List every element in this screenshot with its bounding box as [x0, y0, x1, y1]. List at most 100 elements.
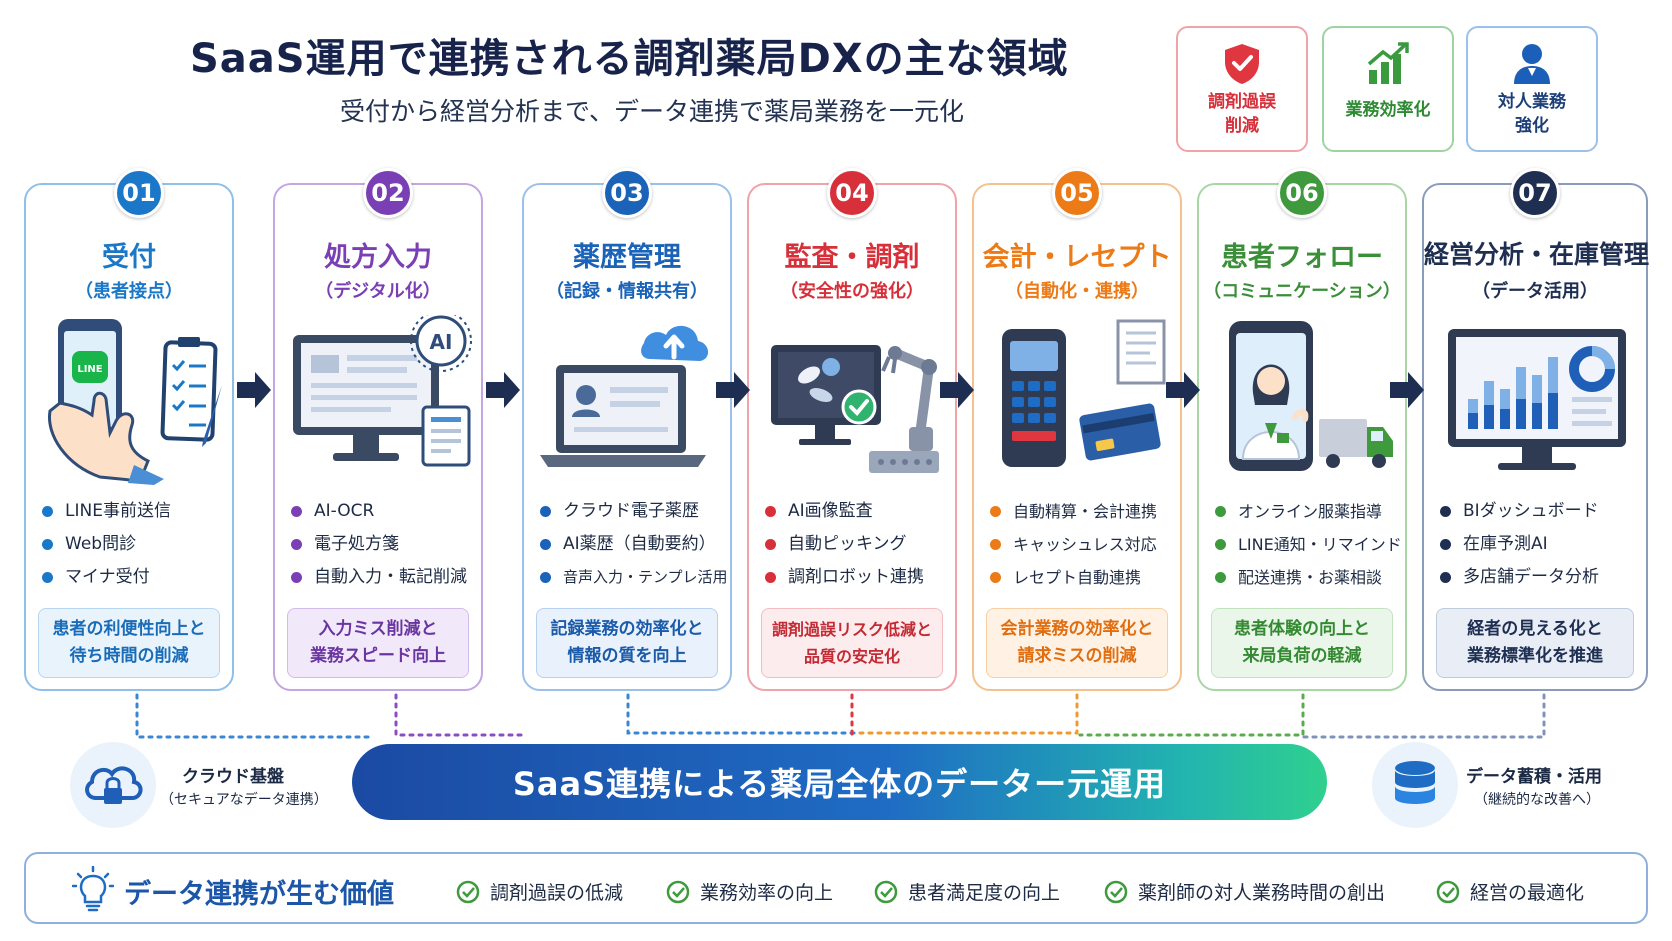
- step-title: 監査・調剤: [784, 242, 920, 273]
- check-circle-icon: [1436, 880, 1460, 903]
- value-item: 調剤過誤の低減: [456, 878, 623, 905]
- list-item: 自動精算・会計連携: [990, 495, 1174, 528]
- value-title: データ連携が生む価値: [124, 879, 394, 910]
- step-number: 04: [827, 168, 877, 218]
- list-item: 配送連携・お薬相談: [1215, 561, 1399, 594]
- step-bullet-list: AI-OCR 電子処方箋 自動入力・転記削減: [291, 495, 475, 594]
- list-item: AI画像監査: [765, 495, 949, 528]
- step-number: 06: [1277, 168, 1327, 218]
- step-subtitle: （デジタル化）: [315, 281, 441, 302]
- svg-text:LINE: LINE: [77, 364, 102, 375]
- value-item: 経営の最適化: [1436, 878, 1584, 905]
- page-title: SaaS運用で連携される調剤薬局DXの主な領域: [190, 36, 1069, 82]
- list-item: 多店舗データ分析: [1440, 561, 1640, 594]
- check-circle-icon: [1104, 880, 1128, 903]
- data-accumulation-label: データ蓄積・活用 （継続的な改善へ）: [1466, 767, 1602, 808]
- step-subtitle: （記録・情報共有）: [546, 281, 708, 302]
- step-card-accounting-receipt: 会計・レセプト （自動化・連携） 自動精算・会計連携 キャッシュレス対応 レセプ…: [972, 183, 1182, 691]
- cloud-lock-icon: [70, 742, 156, 828]
- step-title: 処方入力: [324, 242, 432, 273]
- cloud-platform-label: クラウド基盤 （セキュアなデータ連携）: [160, 767, 328, 808]
- step-card-reception: 受付 （患者接点） LINE LINE事前送信 Web問診 マイナ受付 患者の利…: [24, 183, 234, 691]
- step-bullet-list: BIダッシュボード 在庫予測AI 多店舗データ分析: [1440, 495, 1640, 594]
- step-title: 薬歴管理: [573, 242, 681, 273]
- list-item: BIダッシュボード: [1440, 495, 1640, 528]
- step-title: 患者フォロー: [1221, 242, 1383, 273]
- list-item: 音声入力・テンプレ活用: [540, 561, 728, 594]
- lightbulb-icon: [72, 866, 114, 912]
- value-item: 患者満足度の向上: [874, 878, 1060, 905]
- phone-pharmacist-truck-illustration: [1229, 321, 1393, 471]
- check-circle-icon: [874, 880, 898, 903]
- saas-integration-banner: SaaS連携による薬局全体のデーター元運用: [352, 744, 1327, 820]
- badge-efficiency: 業務効率化: [1322, 26, 1454, 152]
- step-number: 03: [602, 168, 652, 218]
- monitor-ai-document-illustration: AI: [293, 315, 472, 467]
- growth-chart-icon: [1367, 42, 1409, 84]
- svg-text:AI: AI: [430, 330, 453, 354]
- step-subtitle: （患者接点）: [75, 281, 183, 302]
- list-item: 調剤ロボット連携: [765, 561, 949, 594]
- pill-monitor-robot-arm-illustration: [771, 345, 939, 473]
- step-subtitle: （データ活用）: [1472, 281, 1598, 302]
- step-bullet-list: LINE事前送信 Web問診 マイナ受付: [42, 495, 226, 594]
- laptop-cloud-upload-illustration: [540, 325, 709, 467]
- value-item: 薬剤師の対人業務時間の創出: [1104, 878, 1385, 905]
- step-title: 経営分析・在庫管理: [1424, 240, 1650, 269]
- step-card-prescription-input: 処方入力 （デジタル化） AI AI-OCR 電子処方箋 自動入力・転記削減 入…: [273, 183, 483, 691]
- step-bullet-list: 自動精算・会計連携 キャッシュレス対応 レセプト自動連携: [990, 495, 1174, 594]
- step-card-medication-history: 薬歴管理 （記録・情報共有） クラウド電子薬歴 AI薬歴（自動要約） 音声入力・…: [522, 183, 732, 691]
- step-bullet-list: オンライン服薬指導 LINE通知・リマインド 配送連携・お薬相談: [1215, 495, 1402, 594]
- person-icon: [1514, 44, 1550, 84]
- flow-arrow-icon: [1390, 372, 1424, 408]
- step-outcome: 患者の利便性向上と待ち時間の削減: [38, 608, 220, 678]
- step-card-patient-follow: 患者フォロー （コミュニケーション） オンライン服薬指導 LINE通知・リマイン…: [1197, 183, 1407, 691]
- list-item: クラウド電子薬歴: [540, 495, 724, 528]
- list-item: LINE通知・リマインド: [1215, 528, 1402, 561]
- list-item: マイナ受付: [42, 561, 226, 594]
- step-outcome: 記録業務の効率化と情報の質を向上: [536, 608, 718, 678]
- flow-arrow-icon: [1166, 372, 1200, 408]
- flow-arrow-icon: [716, 372, 750, 408]
- shield-check-icon: [1225, 44, 1259, 84]
- step-subtitle: （安全性の強化）: [780, 281, 924, 302]
- list-item: 自動入力・転記削減: [291, 561, 475, 594]
- badge-patient-care: 対人業務 強化: [1466, 26, 1598, 152]
- check-circle-icon: [666, 880, 690, 903]
- step-title: 受付: [102, 242, 156, 273]
- badge-label: 強化: [1515, 116, 1549, 136]
- step-number: 05: [1052, 168, 1102, 218]
- badge-label: 削減: [1225, 116, 1259, 136]
- step-number: 07: [1510, 168, 1560, 218]
- monitor-dashboard-illustration: [1448, 329, 1626, 470]
- badge-label: 業務効率化: [1345, 100, 1431, 120]
- badge-error-reduction: 調剤過誤 削減: [1176, 26, 1308, 152]
- step-outcome: 経者の見える化と業務標準化を推進: [1436, 608, 1634, 678]
- list-item: 自動ピッキング: [765, 528, 949, 561]
- step-number: 01: [114, 168, 164, 218]
- step-subtitle: （コミュニケーション）: [1203, 281, 1401, 302]
- data-value-box: データ連携が生む価値 調剤過誤の低減 業務効率の向上 患者満足度の向上 薬剤師の…: [24, 852, 1648, 924]
- check-circle-icon: [456, 880, 480, 903]
- step-number: 02: [363, 168, 413, 218]
- list-item: オンライン服薬指導: [1215, 495, 1399, 528]
- step-card-audit-dispensing: 監査・調剤 （安全性の強化） AI画像監査 自動ピッキング 調剤ロボット連携 調…: [747, 183, 957, 691]
- badge-label: 対人業務: [1498, 92, 1566, 112]
- flow-arrow-icon: [486, 372, 520, 408]
- list-item: AI-OCR: [291, 495, 475, 528]
- step-title: 会計・レセプト: [982, 242, 1172, 273]
- payment-terminal-card-receipt-illustration: [1002, 319, 1166, 467]
- page-subtitle: 受付から経営分析まで、データ連携で薬局業務を一元化: [340, 97, 965, 126]
- list-item: LINE事前送信: [42, 495, 226, 528]
- step-bullet-list: AI画像監査 自動ピッキング 調剤ロボット連携: [765, 495, 949, 594]
- value-item: 業務効率の向上: [666, 878, 833, 905]
- database-icon: [1372, 742, 1458, 828]
- step-bullet-list: クラウド電子薬歴 AI薬歴（自動要約） 音声入力・テンプレ活用: [540, 495, 728, 594]
- list-item: 電子処方箋: [291, 528, 475, 561]
- list-item: レセプト自動連携: [990, 561, 1174, 594]
- step-card-management-analysis: 経営分析・在庫管理 （データ活用） BIダッシュボード 在庫予測AI 多店舗デー…: [1422, 183, 1650, 691]
- badge-label: 調剤過誤: [1208, 92, 1276, 112]
- step-outcome: 会計業務の効率化と請求ミスの削減: [986, 608, 1168, 678]
- step-outcome: 患者体験の向上と来局負荷の軽減: [1211, 608, 1393, 678]
- flow-arrow-icon: [237, 372, 271, 408]
